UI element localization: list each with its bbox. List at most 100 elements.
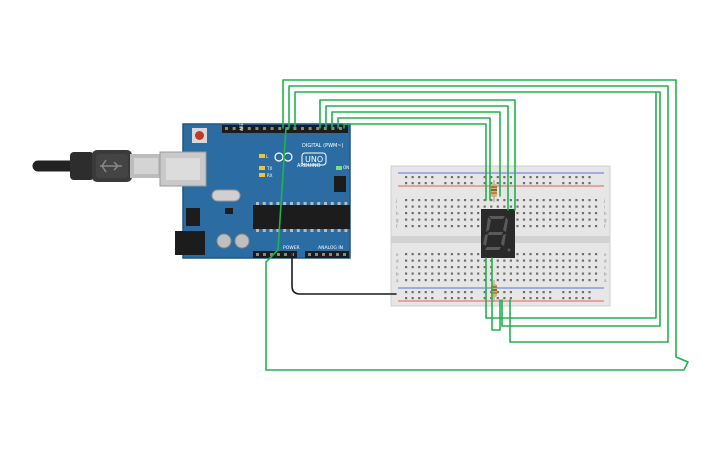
breadboard-hole[interactable] [522, 218, 526, 221]
breadboard-hole[interactable] [588, 266, 591, 269]
breadboard-hole[interactable] [405, 253, 408, 256]
breadboard-hole[interactable] [405, 212, 408, 215]
rail-hole[interactable] [450, 297, 454, 300]
breadboard-hole[interactable] [536, 272, 539, 275]
breadboard-hole[interactable] [581, 212, 585, 215]
breadboard-hole[interactable] [450, 218, 454, 221]
breadboard-hole[interactable] [542, 272, 545, 275]
breadboard-hole[interactable] [496, 272, 499, 275]
breadboard-hole[interactable] [418, 266, 421, 269]
seven-segment-display-icon[interactable] [481, 209, 515, 258]
breadboard-hole[interactable] [411, 205, 414, 208]
breadboard-hole[interactable] [490, 205, 493, 208]
rail-hole[interactable] [549, 297, 552, 300]
breadboard-hole[interactable] [457, 272, 460, 275]
header-pin[interactable] [278, 127, 282, 130]
digital-pins[interactable] [225, 127, 342, 130]
breadboard-hole[interactable] [529, 205, 532, 208]
rail-hole[interactable] [581, 297, 585, 300]
rail-hole[interactable] [450, 291, 454, 294]
power-pin[interactable] [263, 253, 266, 256]
breadboard-hole[interactable] [509, 205, 512, 208]
breadboard-hole[interactable] [418, 272, 421, 275]
breadboard-hole[interactable] [562, 266, 565, 269]
breadboard-hole[interactable] [483, 259, 486, 262]
breadboard-hole[interactable] [457, 199, 460, 202]
breadboard-hole[interactable] [562, 259, 565, 262]
rail-hole[interactable] [411, 182, 414, 185]
breadboard-hole[interactable] [581, 218, 585, 221]
breadboard-hole[interactable] [575, 212, 578, 215]
breadboard-hole[interactable] [457, 266, 460, 269]
breadboard-hole[interactable] [418, 225, 421, 228]
breadboard-hole[interactable] [516, 199, 519, 202]
rail-hole[interactable] [542, 182, 545, 185]
breadboard-hole[interactable] [463, 199, 467, 202]
rail-hole[interactable] [424, 182, 427, 185]
breadboard-hole[interactable] [477, 218, 480, 221]
rail-hole[interactable] [509, 182, 512, 185]
breadboard-hole[interactable] [594, 253, 598, 256]
breadboard-hole[interactable] [542, 225, 545, 228]
breadboard-hole[interactable] [536, 266, 539, 269]
breadboard-hole[interactable] [418, 259, 421, 262]
breadboard-hole[interactable] [568, 212, 571, 215]
rail-hole[interactable] [418, 291, 421, 294]
breadboard-hole[interactable] [411, 225, 414, 228]
breadboard-hole[interactable] [470, 205, 473, 208]
header-pin[interactable] [225, 127, 228, 130]
breadboard-hole[interactable] [457, 279, 460, 282]
breadboard-hole[interactable] [418, 279, 421, 282]
analog-pin[interactable] [336, 253, 339, 256]
rail-hole[interactable] [444, 182, 447, 185]
rail-hole[interactable] [522, 291, 526, 294]
breadboard-hole[interactable] [431, 205, 434, 208]
breadboard-hole[interactable] [503, 279, 506, 282]
rail-hole[interactable] [581, 176, 585, 179]
rail-hole[interactable] [431, 176, 434, 179]
breadboard-hole[interactable] [431, 253, 434, 256]
breadboard-hole[interactable] [562, 225, 565, 228]
rail-hole[interactable] [575, 182, 578, 185]
rail-hole[interactable] [549, 291, 552, 294]
breadboard-hole[interactable] [542, 218, 545, 221]
rail-hole[interactable] [522, 182, 526, 185]
breadboard-hole[interactable] [594, 272, 598, 275]
breadboard-hole[interactable] [588, 272, 591, 275]
rail-hole[interactable] [450, 182, 454, 185]
rail-hole[interactable] [444, 176, 447, 179]
rail-hole[interactable] [522, 297, 526, 300]
rail-hole[interactable] [529, 297, 532, 300]
breadboard-hole[interactable] [463, 272, 467, 275]
rail-hole[interactable] [463, 182, 467, 185]
header-pin[interactable] [232, 127, 236, 130]
rail-hole[interactable] [575, 297, 578, 300]
breadboard-hole[interactable] [516, 212, 519, 215]
breadboard-hole[interactable] [575, 259, 578, 262]
breadboard-hole[interactable] [424, 272, 427, 275]
breadboard-hole[interactable] [418, 253, 421, 256]
breadboard-hole[interactable] [536, 279, 539, 282]
breadboard-hole[interactable] [555, 212, 558, 215]
breadboard-hole[interactable] [516, 225, 519, 228]
rail-hole[interactable] [431, 291, 434, 294]
breadboard-hole[interactable] [588, 205, 591, 208]
breadboard-hole[interactable] [411, 218, 414, 221]
breadboard-hole[interactable] [562, 272, 565, 275]
breadboard-hole[interactable] [411, 199, 414, 202]
rail-hole[interactable] [490, 182, 493, 185]
rail-hole[interactable] [562, 176, 565, 179]
breadboard-hole[interactable] [536, 225, 539, 228]
breadboard-hole[interactable] [522, 266, 526, 269]
wire[interactable] [288, 85, 669, 343]
breadboard-hole[interactable] [594, 218, 598, 221]
breadboard-hole[interactable] [411, 272, 414, 275]
rail-hole[interactable] [405, 176, 408, 179]
breadboard-hole[interactable] [477, 225, 480, 228]
breadboard-hole[interactable] [503, 199, 506, 202]
breadboard-hole[interactable] [405, 272, 408, 275]
breadboard-hole[interactable] [588, 259, 591, 262]
resistor-top[interactable] [491, 180, 497, 202]
breadboard-hole[interactable] [444, 279, 447, 282]
